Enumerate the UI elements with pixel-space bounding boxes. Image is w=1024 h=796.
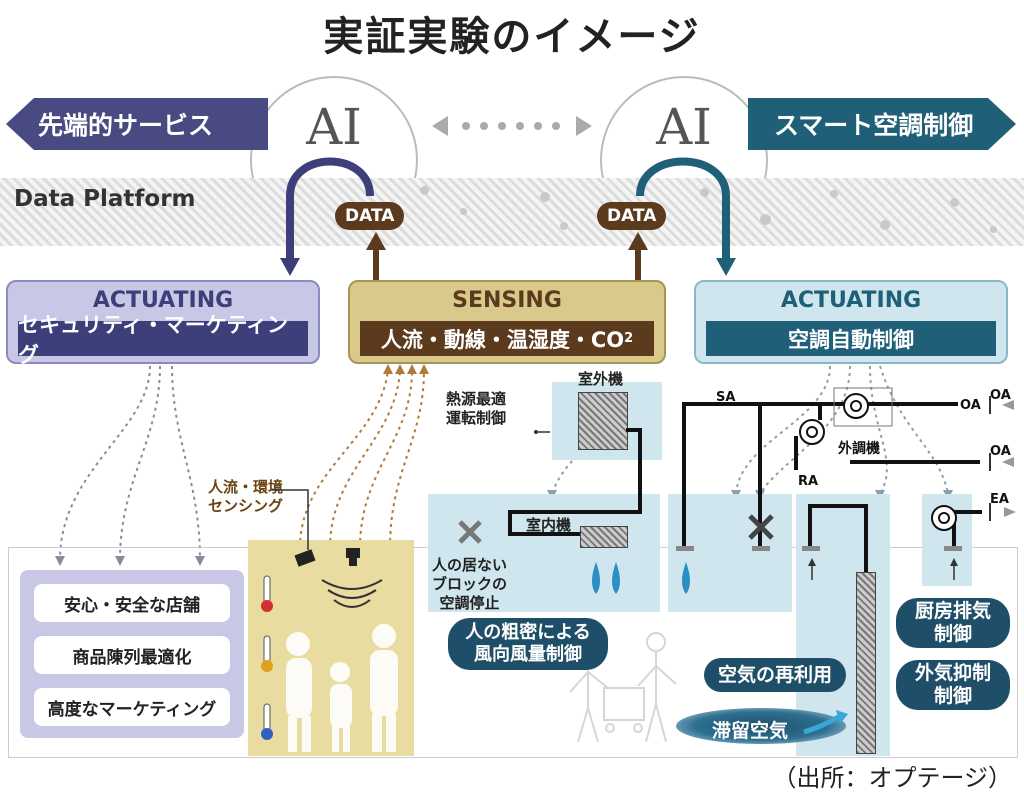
people-silhouette-icon [261, 548, 398, 752]
stagnant-air-label: 滞留空気 [712, 720, 789, 742]
return-air-duct [856, 572, 876, 754]
ai-label-right: AI [656, 98, 712, 156]
ea-label: EA [990, 492, 1009, 507]
outside-air-pill: 外気抑制 制御 [896, 660, 1010, 710]
sensing-zone [248, 540, 414, 756]
list-item-product-display: 商品陳列最適化 [34, 636, 230, 674]
no-people-label: 人の居ない ブロックの 空調停止 [432, 556, 508, 612]
oa-label-2: OA [990, 388, 1011, 403]
data-badge-left: DATA [335, 202, 405, 230]
ai-label-left: AI [306, 98, 362, 156]
sensing-leader-line [272, 489, 309, 550]
heat-source-label: 熱源最適 運転制御 [446, 390, 507, 427]
banner-smart-ac: スマート空調制御 [748, 98, 1016, 150]
airflow-control-pill: 人の粗密による 風向風量制御 [448, 618, 608, 670]
list-item-safe-store: 安心・安全な店舗 [34, 584, 230, 622]
banner-advanced-services: 先端的サービス [6, 98, 268, 150]
external-ac-label: 外調機 [838, 441, 880, 457]
list-item-marketing: 高度なマーケティング [34, 688, 230, 726]
actuating-right-sub: 空調自動制御 [706, 321, 996, 356]
actuating-left-box: ACTUATING セキュリティ・マーケティング [6, 280, 320, 367]
sa-label: SA [716, 390, 736, 405]
data-platform-band [0, 178, 1024, 246]
outdoor-unit [578, 392, 628, 450]
sensing-sub-subscript: 2 [624, 331, 634, 346]
kitchen-exhaust-pill: 厨房排気 制御 [896, 598, 1010, 648]
ra-label: RA [798, 474, 819, 489]
outdoor-unit-label: 室外機 [578, 370, 624, 388]
indoor-zone-mid [668, 494, 792, 612]
indoor-unit-label: 室内機 [526, 516, 572, 534]
stagnant-flow-arrow [803, 710, 848, 735]
actuating-left-heading: ACTUATING [92, 288, 234, 313]
oa-label-1: OA [960, 398, 981, 413]
sensing-env-label: 人流・環境 センシング [208, 478, 284, 515]
data-platform-label: Data Platform [14, 186, 196, 212]
page-title: 実証実験のイメージ [323, 14, 701, 60]
data-badge-right: DATA [597, 202, 667, 230]
store-benefits-panel: 安心・安全な店舗 商品陳列最適化 高度なマーケティング [20, 570, 244, 738]
source-credit: （出所：オプテージ） [772, 764, 1012, 792]
actuating-right-heading: ACTUATING [780, 288, 922, 313]
bidirectional-arrow [432, 116, 592, 136]
air-reuse-pill: 空気の再利用 [704, 658, 846, 692]
indoor-unit [580, 526, 628, 548]
sensing-heading: SENSING [452, 288, 562, 313]
oa-label-3: OA [990, 444, 1011, 459]
sensing-sub-text: 人流・動線・温湿度・CO [380, 327, 625, 352]
actuating-right-box: ACTUATING 空調自動制御 [694, 280, 1008, 364]
